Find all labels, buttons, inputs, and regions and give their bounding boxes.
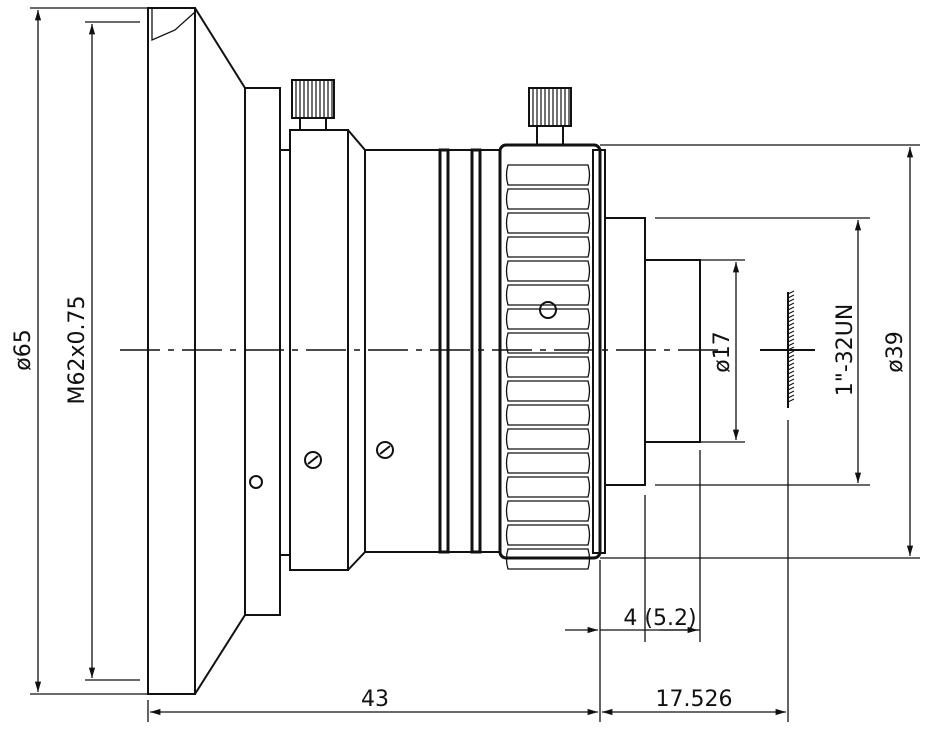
set-screw-icon (376, 441, 394, 459)
front-diameter-label: ø65 (11, 329, 36, 370)
rear-diameter-label: ø39 (883, 331, 908, 372)
set-screw-icon (539, 301, 557, 319)
set-screw-icon (304, 451, 322, 469)
set-screw-icon (249, 475, 263, 489)
lens-body (147, 7, 795, 695)
rear-tube-diameter-label: ø17 (710, 331, 735, 372)
mount-thread-label: 1"-32UN (833, 304, 858, 397)
flange-depth-label: 4 (5.2) (623, 606, 696, 631)
focus-lock-knob (291, 79, 335, 131)
iris-lock-knob (528, 87, 572, 146)
rear-tube (644, 259, 701, 443)
knurled-iris-ring (498, 143, 602, 560)
dimension-lines (30, 7, 920, 722)
back-focal-length-label: 17.526 (656, 687, 733, 712)
filter-thread-label: M62x0.75 (65, 296, 90, 405)
c-mount-flange (604, 217, 646, 486)
overall-length-label: 43 (361, 687, 389, 712)
